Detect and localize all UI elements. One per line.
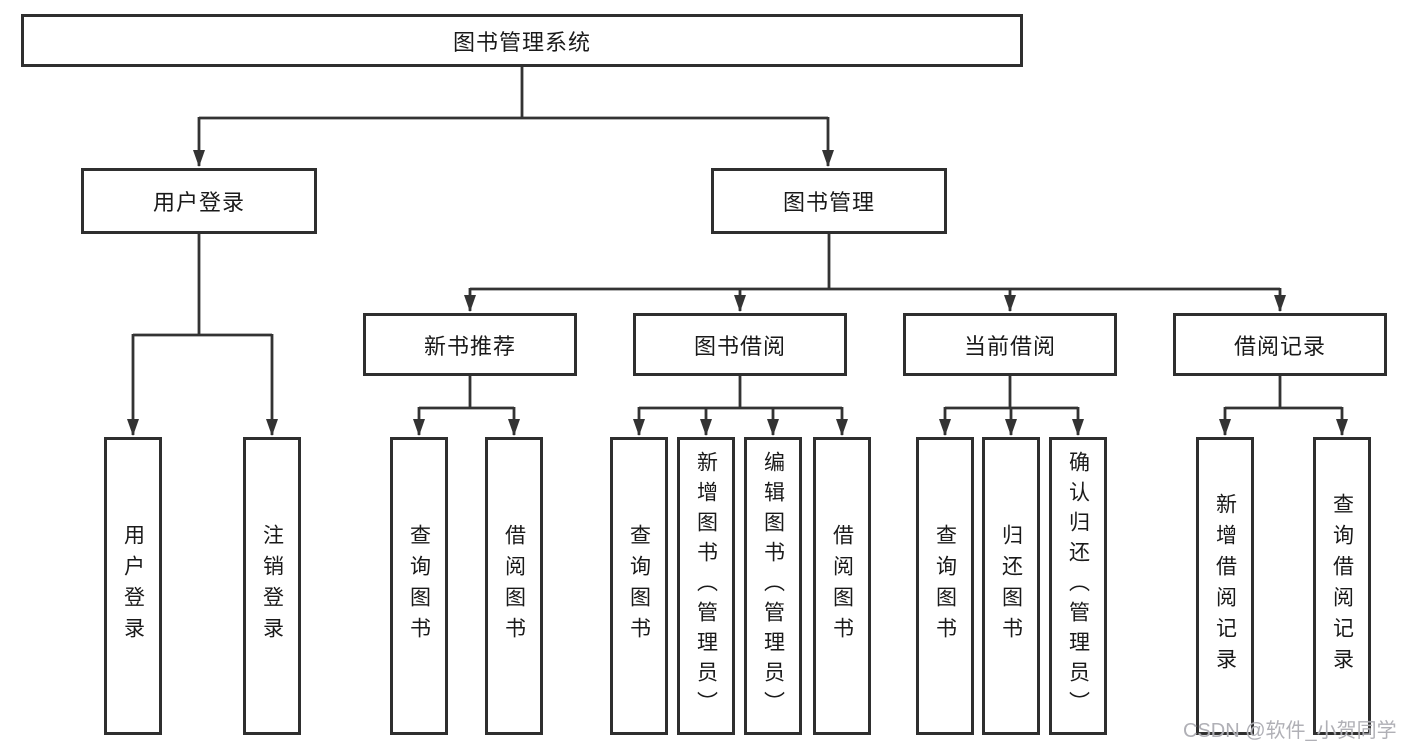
node-label: 图书管理系统 (452, 29, 591, 55)
node-label: 注销登录 (260, 524, 284, 648)
node-borrow-records: 借阅记录 (1173, 313, 1387, 376)
leaf-user-login: 用户登录 (104, 437, 162, 735)
node-label: 图书管理 (782, 190, 875, 215)
leaf-return-books: 归还图书 (982, 437, 1040, 735)
csdn-watermark: CSDN @软件_小贺同学 (1183, 720, 1397, 742)
leaf-query-books-recommend: 查询图书 (390, 437, 448, 735)
node-label: 编辑图书（管理员） (761, 451, 785, 721)
node-book-borrow: 图书借阅 (633, 313, 847, 376)
node-label: 确认归还（管理员） (1066, 451, 1090, 721)
connector-book-mgmt-to-level3 (464, 234, 1286, 312)
node-label: 用户登录 (152, 190, 245, 215)
leaf-query-borrow-record: 查询借阅记录 (1313, 437, 1371, 735)
node-label: 查询图书 (933, 524, 957, 648)
node-label: 借阅图书 (830, 524, 854, 648)
connector-book-borrow-to-leaves (633, 376, 848, 436)
connector-borrow-records-to-leaves (1219, 376, 1348, 436)
node-label: 归还图书 (999, 524, 1023, 648)
node-book-management: 图书管理 (711, 168, 947, 234)
leaf-add-borrow-record: 新增借阅记录 (1196, 437, 1254, 735)
node-label: 借阅记录 (1233, 333, 1326, 359)
connector-user-login-to-leaves (127, 234, 278, 436)
node-label: 查询图书 (407, 524, 431, 648)
node-label: 查询借阅记录 (1330, 493, 1354, 679)
node-label: 查询图书 (627, 524, 651, 648)
leaf-confirm-return-admin: 确认归还（管理员） (1049, 437, 1107, 735)
leaf-edit-books-admin: 编辑图书（管理员） (744, 437, 802, 735)
leaf-add-books-admin: 新增图书（管理员） (677, 437, 735, 735)
node-label: 借阅图书 (502, 524, 526, 648)
node-label: 新书推荐 (423, 333, 516, 359)
leaf-query-books-current: 查询图书 (916, 437, 974, 735)
node-root-library-system: 图书管理系统 (21, 14, 1023, 67)
leaf-borrow-books: 借阅图书 (813, 437, 871, 735)
node-user-login: 用户登录 (81, 168, 317, 234)
node-current-borrow: 当前借阅 (903, 313, 1117, 376)
node-label: 新增借阅记录 (1213, 493, 1237, 679)
connector-root-to-level2 (193, 67, 834, 167)
node-new-book-recommend: 新书推荐 (363, 313, 577, 376)
node-label: 新增图书（管理员） (694, 451, 718, 721)
leaf-logout: 注销登录 (243, 437, 301, 735)
connector-current-borrow-to-leaves (939, 376, 1084, 436)
connector-new-book-to-leaves (413, 376, 520, 436)
leaf-query-books-borrow: 查询图书 (610, 437, 668, 735)
node-label: 当前借阅 (963, 333, 1056, 359)
leaf-borrow-books-recommend: 借阅图书 (485, 437, 543, 735)
node-label: 用户登录 (121, 524, 145, 648)
node-label: 图书借阅 (693, 333, 786, 359)
